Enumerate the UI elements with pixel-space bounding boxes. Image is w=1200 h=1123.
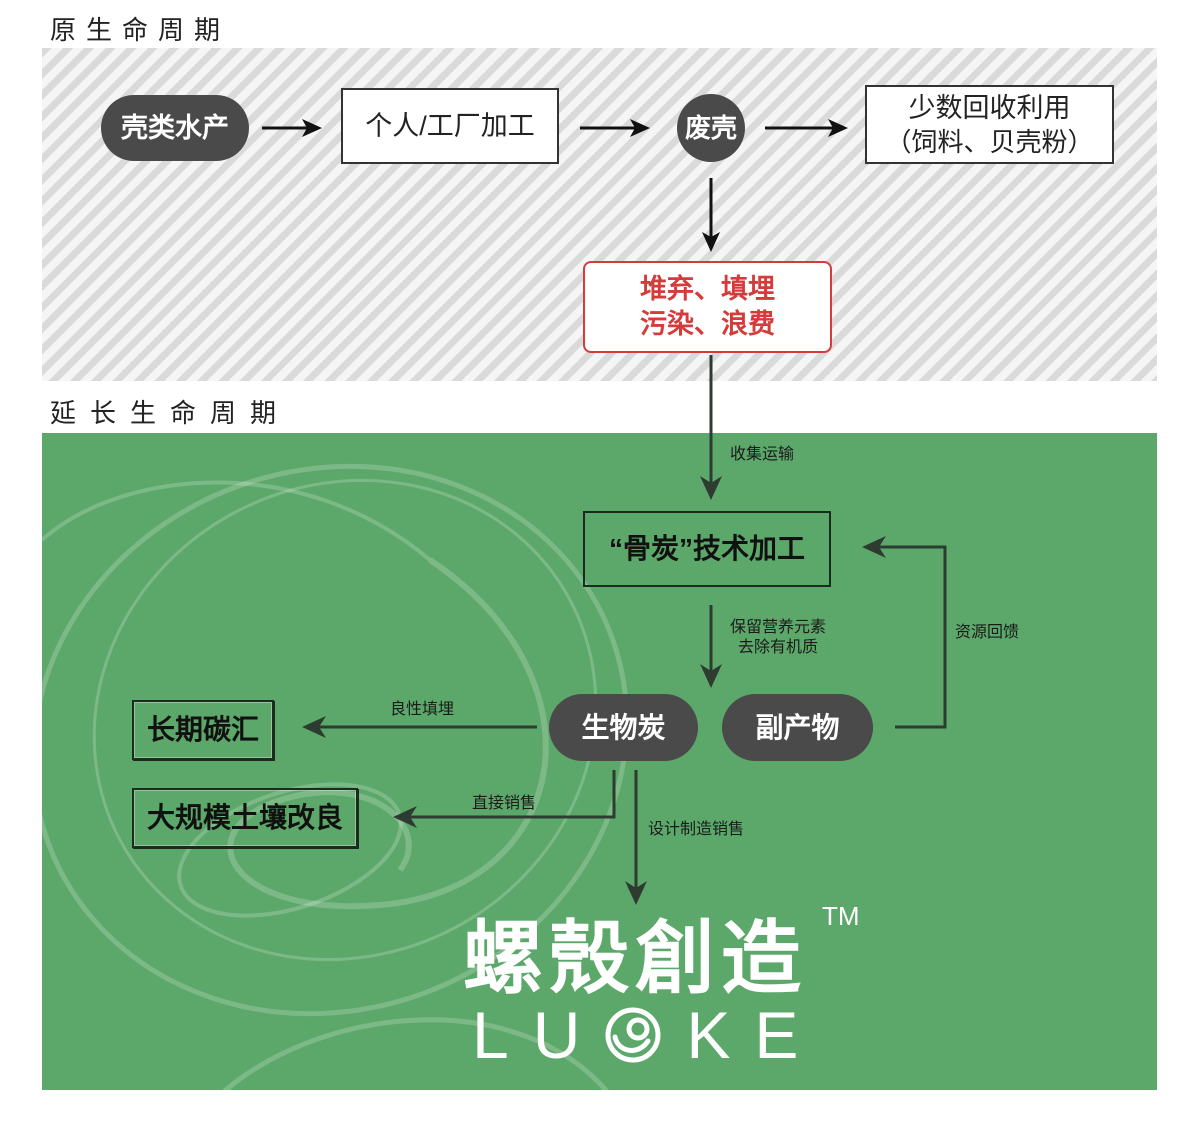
logo-trademark: TM <box>822 901 860 931</box>
node-shellfish: 壳类水产 <box>101 95 249 161</box>
edge-label-design-manufacture-sale: 设计制造销售 <box>648 821 745 838</box>
section-title-extended: 延长生命周期 <box>50 398 291 428</box>
edge-label-retain-nutrients: 保留营养元素 <box>729 619 826 636</box>
logo-latin-letter: L <box>472 998 509 1072</box>
arrow-biochar-to-soil <box>393 770 616 828</box>
node-label: 废壳 <box>684 113 737 143</box>
node-label-line-1: 少数回收利用 <box>908 92 1071 123</box>
node-byproduct: 副产物 <box>722 694 873 761</box>
decor-shell-swirl <box>42 463 630 1090</box>
logo-name: 螺殼創造 <box>463 914 807 1003</box>
extended-lifecycle-area <box>42 433 1157 1090</box>
node-label: 个人/工厂加工 <box>365 111 535 141</box>
edge-label-processing-effect: 保留营养元素 去除有机质 <box>718 618 838 658</box>
edge-label-remove-organics: 去除有机质 <box>737 639 818 656</box>
node-waste-shell: 废壳 <box>677 94 745 162</box>
decor-swirl-outer <box>42 463 630 1017</box>
node-label: 壳类水产 <box>121 113 229 143</box>
node-label: “骨炭”技术加工 <box>608 533 805 564</box>
logo-latin-letter: U <box>532 998 581 1072</box>
node-label: 副产物 <box>755 711 840 743</box>
node-bone-char-processing: “骨炭”技术加工 <box>583 511 831 587</box>
logo-shell-o-icon <box>605 1007 661 1063</box>
edge-label-collect-transport: 收集运输 <box>730 446 795 463</box>
node-carbon-sink: 长期碳汇 <box>132 700 274 760</box>
node-label: 生物炭 <box>581 711 666 743</box>
edge-label-benign-landfill: 良性填埋 <box>390 701 455 718</box>
decor-swirl-loop <box>227 557 549 910</box>
node-biochar: 生物炭 <box>549 694 698 761</box>
edge-label-direct-sale: 直接销售 <box>472 795 537 812</box>
node-recycling: 少数回收利用 （饲料、贝壳粉） <box>865 85 1114 164</box>
logo-latin-letter: E <box>754 998 799 1072</box>
node-disposal: 堆弃、填埋 污染、浪费 <box>583 261 832 353</box>
node-label-line-2: 污染、浪费 <box>640 309 775 339</box>
node-label-line-2: （饲料、贝壳粉） <box>885 126 1094 157</box>
decor-swirl-top <box>42 480 432 562</box>
node-processing: 个人/工厂加工 <box>341 88 559 164</box>
node-label: 大规模土壤改良 <box>146 802 343 833</box>
section-title-original: 原生命周期 <box>50 15 231 45</box>
edge-label-resource-feedback: 资源回馈 <box>955 624 1020 641</box>
decor-swirl-bottom <box>222 1017 609 1090</box>
node-label-line-1: 堆弃、填埋 <box>640 274 775 304</box>
node-label: 长期碳汇 <box>146 714 259 745</box>
arrow-byproduct-feedback <box>862 536 947 729</box>
node-soil-improvement: 大规模土壤改良 <box>132 788 358 848</box>
decor-swirl-middle <box>92 478 598 962</box>
logo-latin-letter: K <box>686 998 731 1072</box>
